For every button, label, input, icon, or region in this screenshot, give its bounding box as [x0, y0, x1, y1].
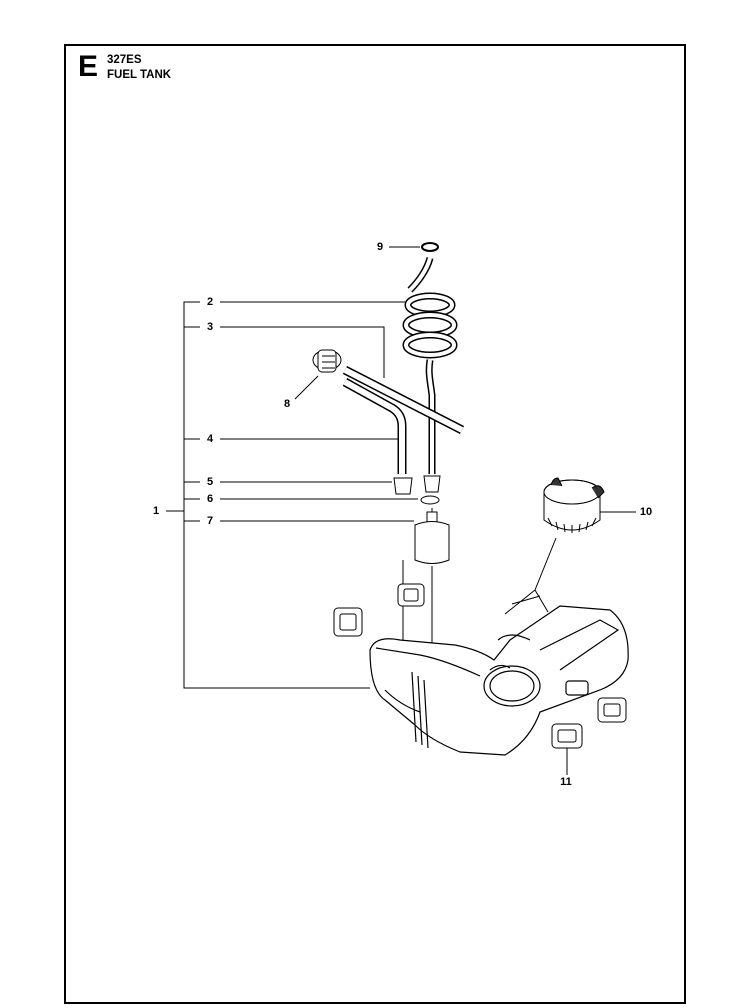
callout-1[interactable]: 1 — [152, 505, 160, 517]
callout-7[interactable]: 7 — [206, 515, 214, 527]
callout-5[interactable]: 5 — [206, 476, 214, 488]
coil-hose-2 — [402, 256, 458, 474]
mount-rubber-1 — [397, 583, 425, 607]
leader-8 — [294, 375, 319, 400]
callout-4[interactable]: 4 — [206, 433, 214, 445]
callout-8[interactable]: 8 — [283, 398, 291, 410]
section-letter: E — [78, 50, 99, 83]
mount-rubber-11 — [551, 723, 583, 749]
leader-3 — [220, 326, 385, 378]
fuel-tank-1 — [369, 605, 629, 756]
clip-6 — [420, 495, 440, 505]
mount-rubber-12 — [597, 697, 627, 723]
callout-3[interactable]: 3 — [206, 321, 214, 333]
callout-11[interactable]: 11 — [560, 776, 572, 788]
callout-10[interactable]: 10 — [639, 506, 653, 518]
clamp-9 — [421, 242, 439, 252]
diagram-title: FUEL TANK — [107, 69, 172, 81]
fuel-filter-7 — [402, 508, 450, 658]
callout-2[interactable]: 2 — [206, 296, 214, 308]
diagram-frame — [64, 44, 686, 1004]
grommet-5b — [423, 475, 441, 493]
mount-rubber-2 — [333, 607, 363, 637]
primer-bulb-8 — [312, 349, 342, 373]
model-number: 327ES — [107, 54, 142, 66]
callout-6[interactable]: 6 — [206, 493, 214, 505]
group-bracket — [183, 301, 370, 689]
fuel-cap-10 — [504, 477, 605, 615]
grommet-5a — [393, 477, 413, 495]
callout-9[interactable]: 9 — [376, 241, 384, 253]
